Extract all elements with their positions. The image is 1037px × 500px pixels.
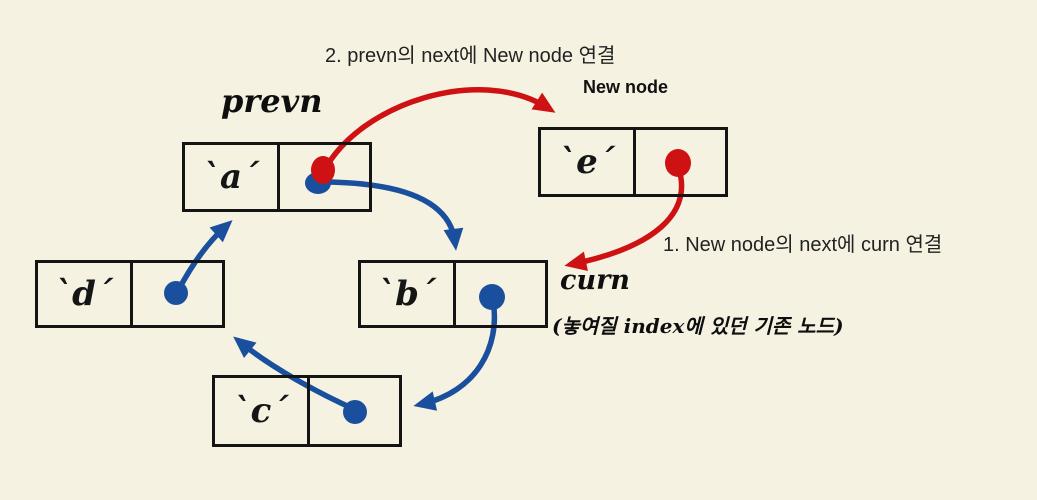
node-a: `a´ bbox=[182, 142, 372, 212]
node-a-value: `a´ bbox=[202, 157, 260, 197]
node-e-value: `e´ bbox=[559, 142, 615, 182]
new-node-label: New node bbox=[583, 77, 669, 97]
arrow-c-to-d bbox=[233, 336, 359, 413]
node-c-value: `c´ bbox=[233, 391, 289, 431]
node-c: `c´ bbox=[212, 375, 402, 447]
arrow-a-to-b bbox=[323, 179, 464, 251]
pointer-dot-e-red bbox=[665, 149, 691, 177]
step1-caption: 1. New node의 next에 curn 연결 bbox=[663, 234, 943, 256]
node-d-next-cell bbox=[130, 263, 222, 325]
node-d-value: `d´ bbox=[55, 274, 113, 314]
node-b-next-cell bbox=[453, 263, 545, 325]
pointer-dot-c-blue bbox=[343, 400, 367, 424]
step2-caption: 2. prevn의 next에 New node 연결 bbox=[325, 45, 616, 67]
node-e-new-node: `e´ bbox=[538, 127, 728, 197]
arrow-prevn-to-newnode bbox=[321, 87, 556, 174]
arrow-newnode-to-curn bbox=[564, 163, 685, 272]
prevn-label: prevn bbox=[221, 82, 323, 120]
arrow-b-to-c bbox=[413, 297, 498, 411]
node-a-next-cell bbox=[277, 145, 369, 209]
node-b-value: `b´ bbox=[378, 274, 436, 314]
node-c-next-cell bbox=[307, 378, 399, 444]
node-b-curn: `b´ bbox=[358, 260, 548, 328]
pointer-dot-b-blue bbox=[479, 284, 505, 310]
pointer-dot-d-blue bbox=[164, 281, 188, 305]
curn-label: curn bbox=[560, 265, 630, 296]
pointer-dot-a-red bbox=[311, 156, 335, 184]
node-d: `d´ bbox=[35, 260, 225, 328]
node-e-next-cell bbox=[633, 130, 725, 194]
curn-note-label: (놓여질 index에 있던 기존 노드) bbox=[552, 314, 844, 338]
